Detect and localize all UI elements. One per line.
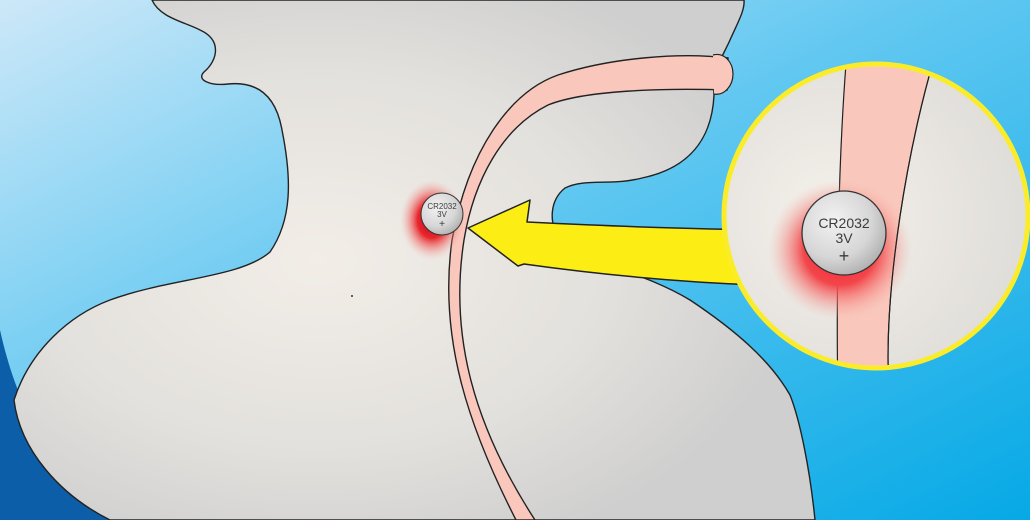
battery-small-voltage: 3V xyxy=(437,210,447,219)
battery-large-polarity: + xyxy=(839,246,850,266)
battery-small: CR2032 3V + xyxy=(421,193,463,235)
battery-small-polarity: + xyxy=(439,219,445,230)
speck xyxy=(351,295,353,297)
battery-large-voltage: 3V xyxy=(835,230,853,246)
battery-large: CR2032 3V + xyxy=(802,191,886,275)
battery-large-model: CR2032 xyxy=(818,215,870,231)
